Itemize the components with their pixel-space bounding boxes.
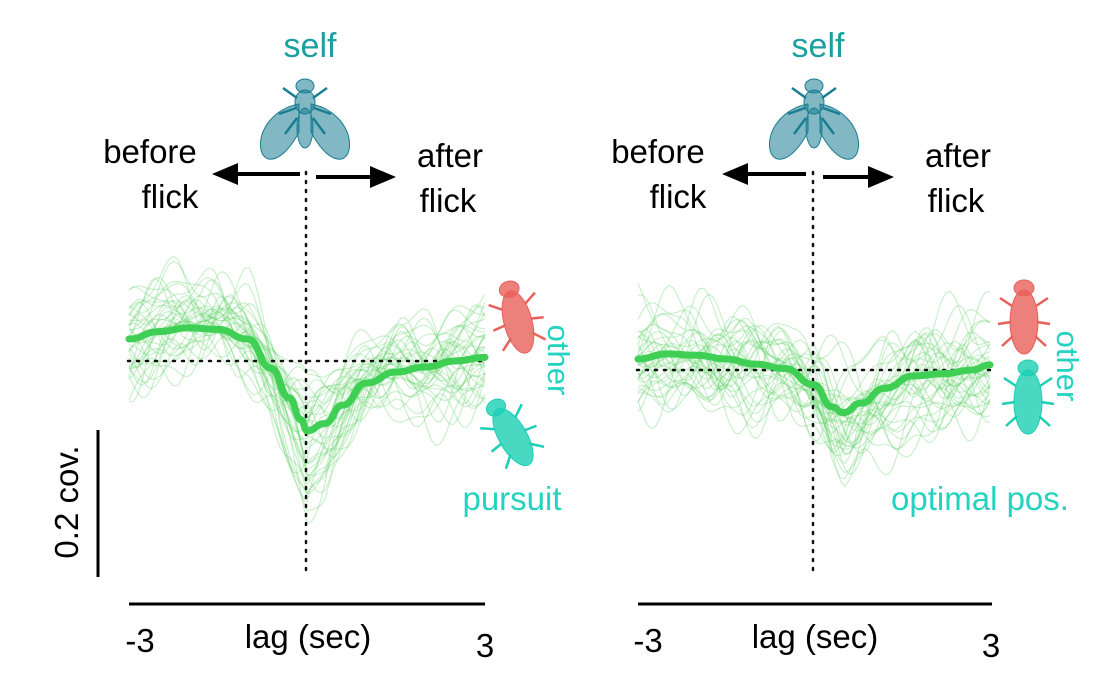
individual-trace	[128, 306, 486, 482]
individual-trace	[128, 276, 486, 390]
individual-trace	[637, 332, 991, 447]
individual-trace	[128, 305, 486, 512]
individual-trace	[128, 320, 486, 486]
condition-label: optimal pos.	[891, 480, 1069, 517]
after-flick-line2: flick	[928, 182, 985, 219]
before-flick-line1: before	[103, 133, 197, 170]
arrow-right-head	[370, 166, 396, 188]
other-label: other	[1050, 331, 1085, 402]
individual-trace	[128, 310, 486, 450]
individual-trace	[637, 340, 991, 447]
self-label: self	[284, 27, 337, 65]
plot-area-left	[125, 170, 489, 574]
xtick-right-min: -3	[633, 622, 662, 659]
xlabel-right: lag (sec)	[752, 618, 879, 655]
before-flick-line1: before	[611, 133, 705, 170]
before-flick-line2: flick	[142, 178, 199, 215]
condition-label: pursuit	[462, 480, 561, 517]
fly-red-icon	[480, 273, 553, 361]
individual-trace	[128, 267, 486, 426]
individual-trace	[128, 282, 486, 496]
individual-trace	[637, 284, 991, 418]
individual-trace	[128, 312, 486, 474]
individual-trace	[128, 308, 486, 494]
fly-red-icon	[996, 278, 1052, 356]
after-flick-line1: after	[925, 137, 991, 174]
individual-trace	[637, 304, 991, 443]
xlabel-left: lag (sec)	[245, 618, 372, 655]
individual-trace	[637, 343, 991, 440]
individual-trace	[637, 325, 991, 415]
individual-trace	[637, 317, 991, 451]
individual-trace	[637, 305, 991, 420]
fly-top-view-icon	[768, 77, 860, 161]
fly-top-view-icon	[259, 77, 351, 161]
individual-trace	[128, 298, 486, 410]
individual-trace	[128, 293, 486, 504]
xtick-left-max: 3	[476, 627, 494, 664]
mean-line-right	[634, 350, 994, 417]
individual-trace	[637, 333, 991, 453]
individual-trace	[128, 306, 486, 464]
self-label: self	[792, 27, 845, 65]
plot-area-right	[634, 170, 994, 574]
arrow-right-head	[868, 166, 894, 188]
fly-teal-icon	[1000, 358, 1056, 436]
individual-trace	[128, 315, 486, 428]
after-flick-line1: after	[417, 137, 483, 174]
arrow-left-head	[722, 163, 748, 185]
xtick-right-max: 3	[982, 627, 1000, 664]
other-label: other	[541, 325, 576, 396]
after-flick-line2: flick	[420, 182, 477, 219]
individual-trace	[637, 283, 991, 457]
individual-trace	[637, 359, 991, 474]
individual-trace	[128, 277, 486, 416]
before-flick-line2: flick	[650, 178, 707, 215]
mean-line-left	[125, 324, 489, 435]
scale-bar-label: 0.2 cov.	[48, 445, 85, 558]
arrow-left-head	[212, 163, 238, 185]
panel-left: self before flick after flick other purs…	[103, 27, 576, 664]
individual-trace	[128, 323, 486, 465]
individual-trace	[637, 350, 991, 433]
individual-trace	[128, 320, 486, 494]
xtick-left-min: -3	[125, 622, 154, 659]
individual-trace	[128, 301, 486, 477]
individual-trace	[637, 301, 991, 432]
panel-right: self before flick after flick other opti…	[611, 27, 1085, 664]
individual-trace	[128, 295, 486, 459]
individual-trace	[128, 298, 486, 465]
